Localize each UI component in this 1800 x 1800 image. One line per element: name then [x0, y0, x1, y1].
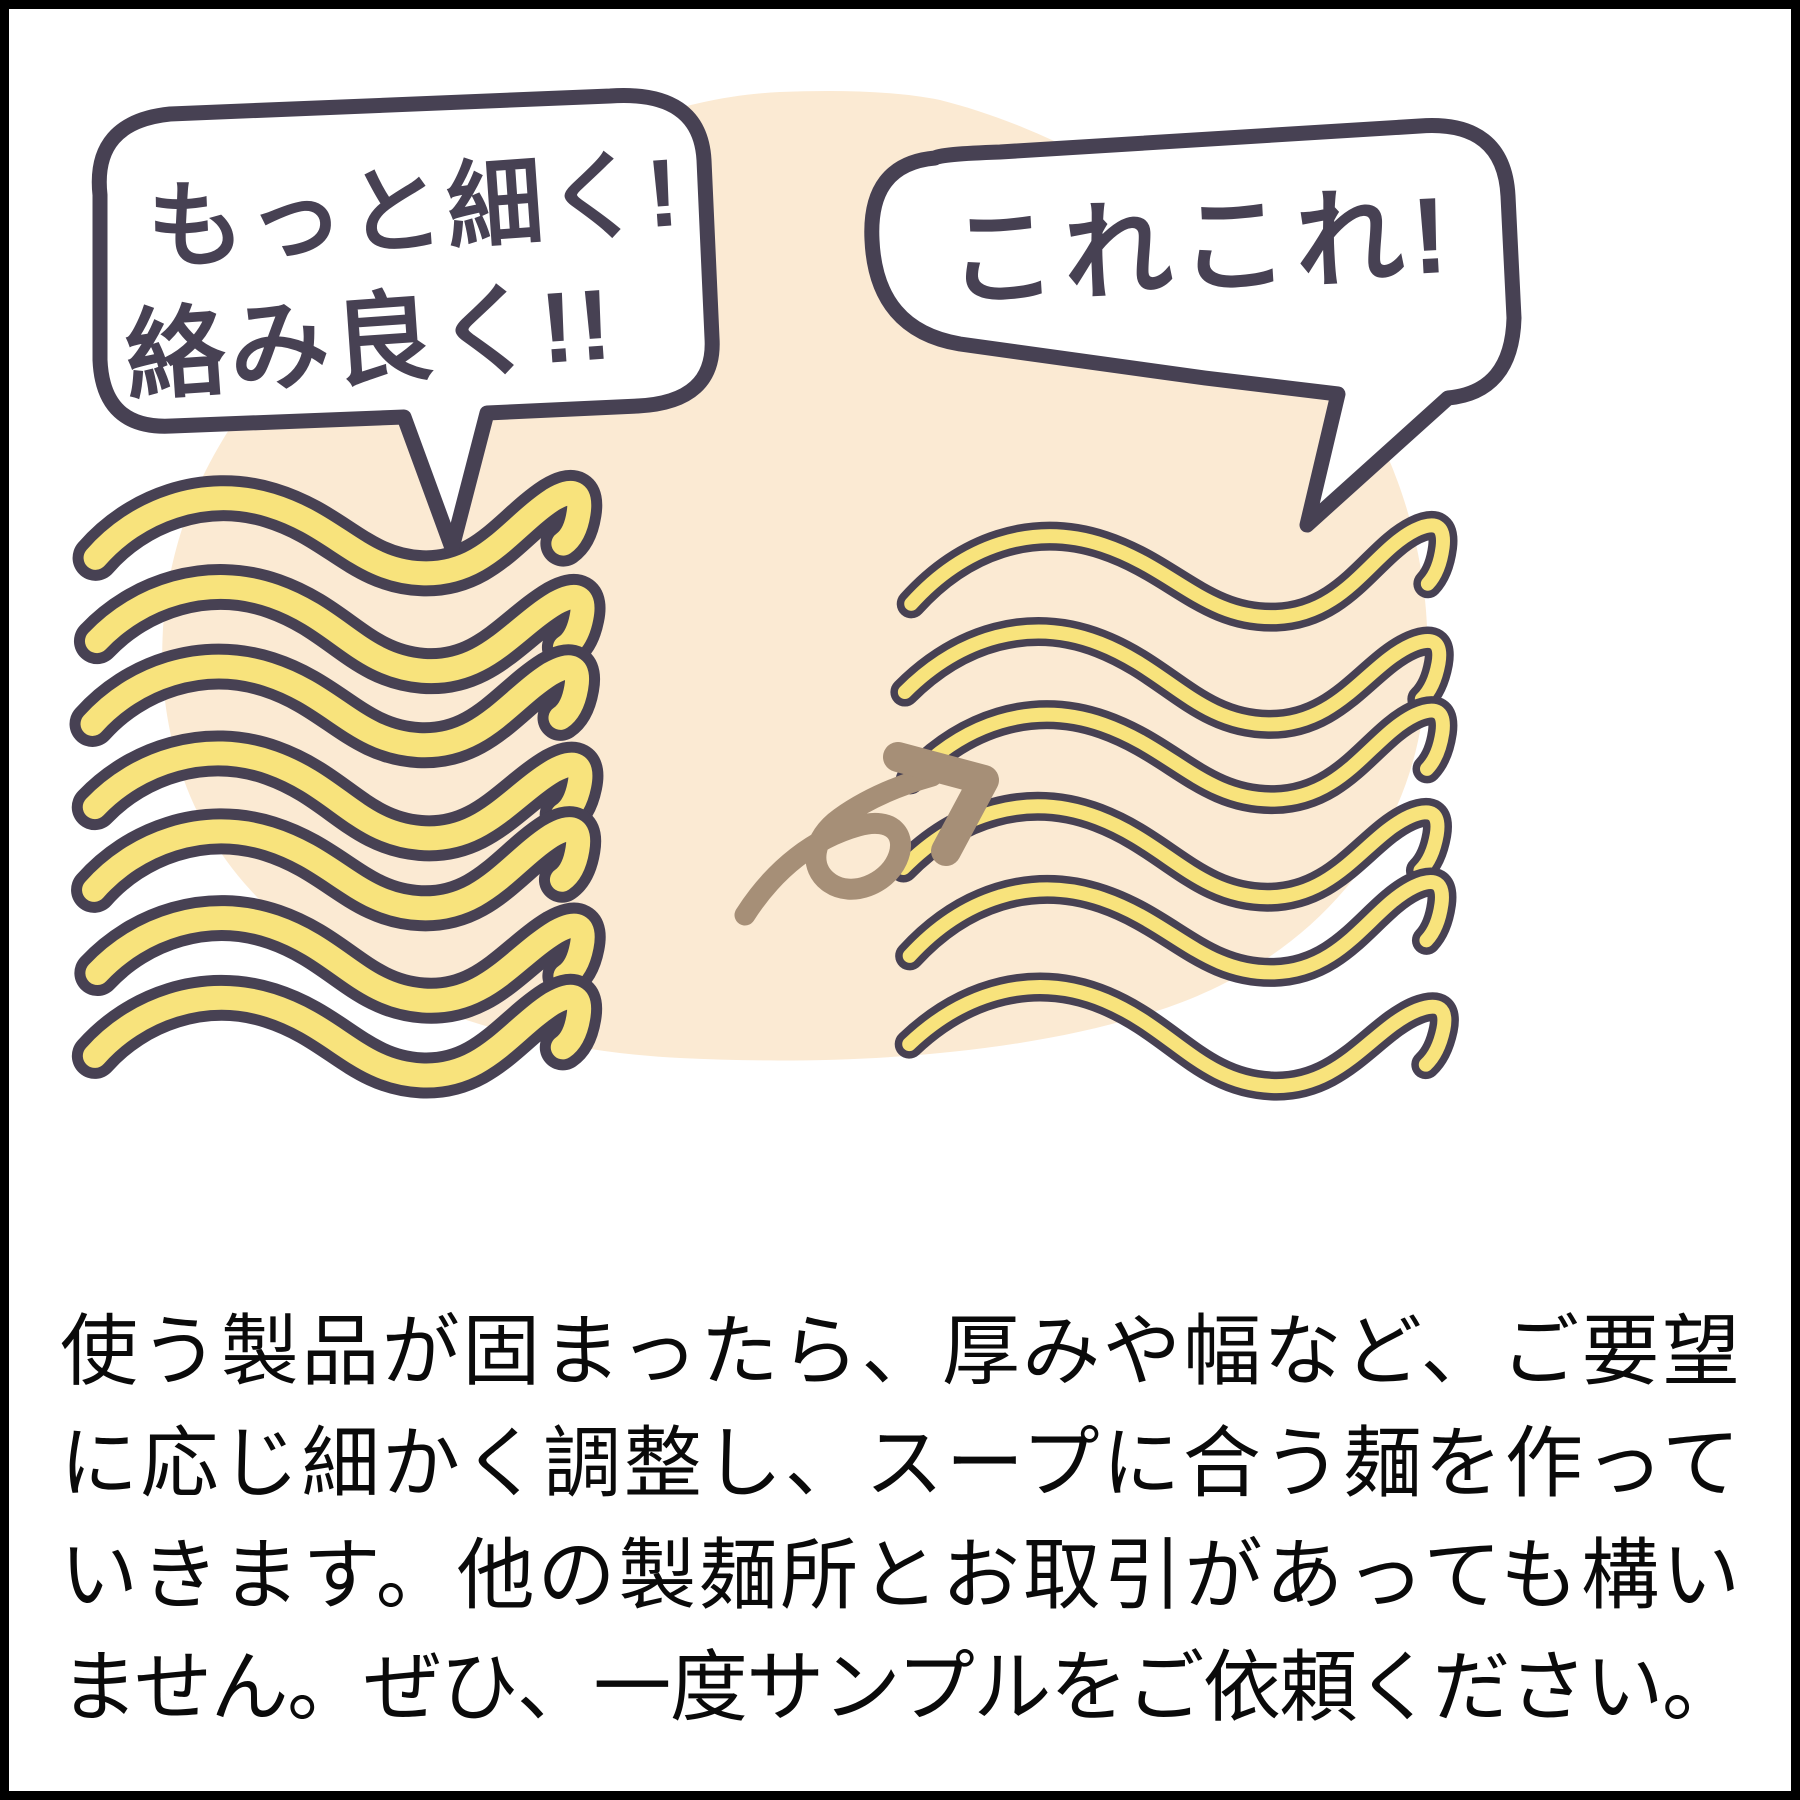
caption-line-3: いきます。他の製麺所とお取引があっても構い [60, 1531, 1740, 1619]
caption-line-4: ません。ぜひ、一度サンプルをご依頼ください。 [60, 1643, 1740, 1731]
arrow-head [883, 742, 999, 866]
right-speech-bubble [864, 118, 1522, 533]
right-bubble-text: これこれ! [945, 174, 1459, 321]
arrow-squiggle [734, 765, 943, 926]
left-speech-bubble [91, 88, 720, 556]
caption-line-2: に応じ細かく調整し、スープに合う麺を作って [60, 1419, 1740, 1507]
caption-paragraph: 使う製品が固まったら、厚みや幅など、ご要望 に応じ細かく調整し、スープに合う麺を… [60, 1307, 1740, 1731]
curly-arrow-icon [734, 742, 999, 926]
caption-line-1: 使う製品が固まったら、厚みや幅など、ご要望 [60, 1307, 1740, 1395]
